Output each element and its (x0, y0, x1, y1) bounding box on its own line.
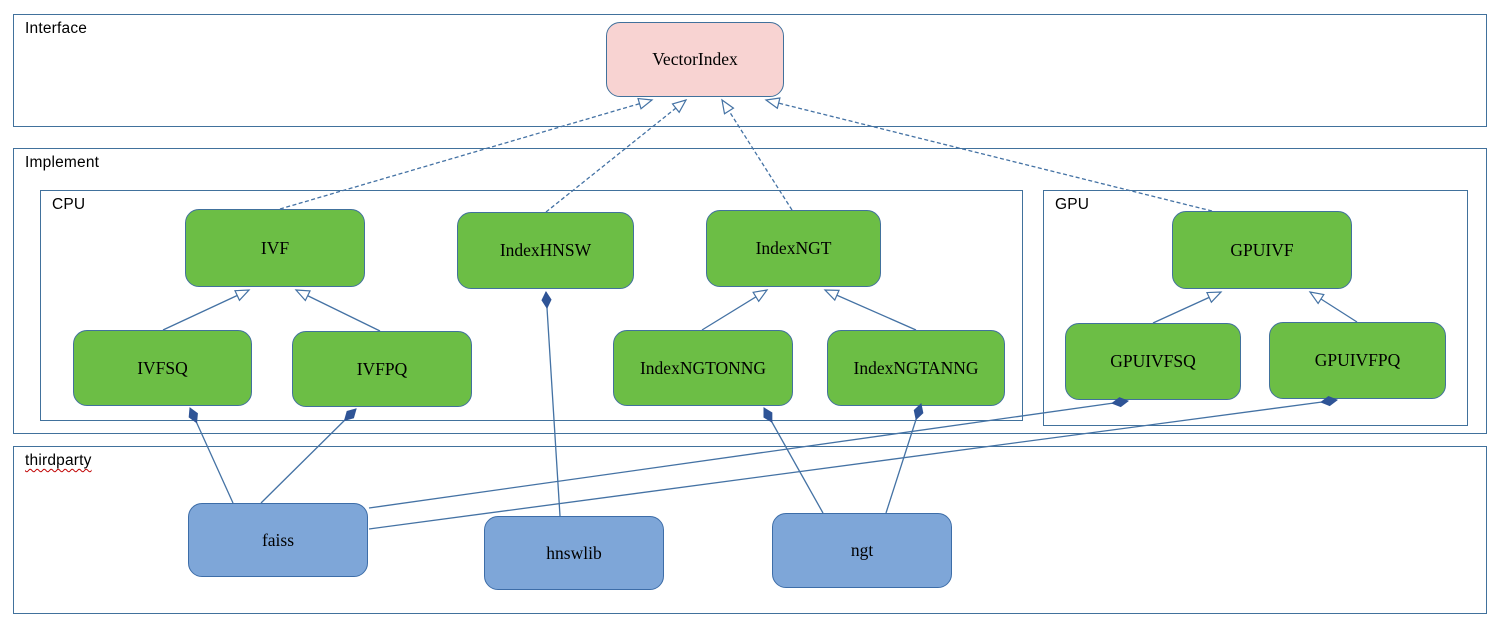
node-gpuivfsq: GPUIVFSQ (1065, 323, 1241, 400)
node-indexngt: IndexNGT (706, 210, 881, 287)
container-thirdparty-label: thirdparty (25, 452, 92, 469)
node-gpuivf: GPUIVF (1172, 211, 1352, 289)
node-ivfsq: IVFSQ (73, 330, 252, 406)
node-indexngtanng: IndexNGTANNG (827, 330, 1005, 406)
container-gpu-label: GPU (1055, 196, 1090, 213)
node-indexhnsw: IndexHNSW (457, 212, 634, 289)
container-implement-label: Implement (25, 154, 100, 171)
node-vectorindex: VectorIndex (606, 22, 784, 97)
node-indexngtonng: IndexNGTONNG (613, 330, 793, 406)
container-interface-label: Interface (25, 20, 88, 37)
node-ivfpq: IVFPQ (292, 331, 472, 407)
node-hnswlib: hnswlib (484, 516, 664, 590)
container-cpu-label: CPU (52, 196, 86, 213)
node-ivf: IVF (185, 209, 365, 287)
node-gpuivfpq: GPUIVFPQ (1269, 322, 1446, 399)
node-ngt: ngt (772, 513, 952, 588)
node-faiss: faiss (188, 503, 368, 577)
